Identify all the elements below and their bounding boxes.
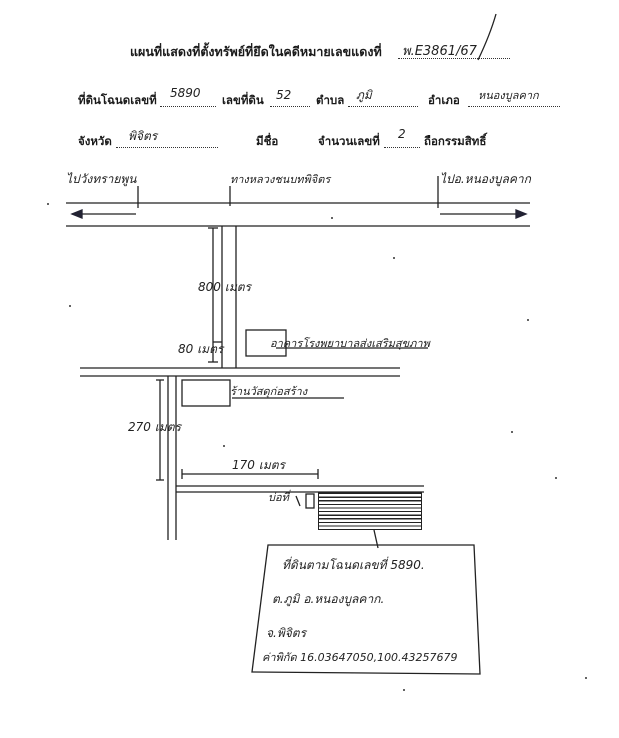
info-line-1: ที่ดินตามโฉนดเลขที่ 5890. [282, 558, 425, 572]
tambon-value: ภูมิ [356, 88, 372, 102]
building-1 [245, 329, 287, 357]
pole-label: บ่อที่ [268, 491, 289, 504]
case-number-dotline [398, 58, 510, 59]
road-top-label: ทางหลวงชนบทพิจิตร [230, 173, 331, 186]
amphoe-dotline [468, 106, 560, 107]
case-number-value: พ.E3861/67 [402, 44, 477, 59]
land-no-label: เลขที่ดิน [222, 93, 264, 107]
tambon-dotline [348, 106, 418, 107]
tambon-label: ตำบล [316, 93, 345, 107]
count-dotline [384, 147, 420, 148]
owner-label: มีชื่อ [256, 134, 279, 148]
distance-270-label: 270 เมตร [128, 420, 181, 434]
info-line-2: ต.ภูมิ อ.หนองบูลคาก. [272, 592, 385, 606]
info-box-outline [251, 544, 481, 675]
count-label: จำนวนเลขที่ [318, 134, 380, 148]
deed-dotline [160, 106, 216, 107]
land-no-value: 52 [276, 88, 292, 102]
ownership-label: ถือกรรมสิทธิ์ [424, 134, 487, 148]
distance-800-label: 800 เมตร [198, 280, 251, 294]
pole-box [305, 493, 315, 509]
info-line-4: ค่าพิกัด 16.03647050,100.43257679 [262, 651, 458, 664]
amphoe-value: หนองบูลคาก [478, 89, 539, 102]
distance-170-label: 170 เมตร [232, 458, 285, 472]
distance-80-label: 80 เมตร [178, 342, 224, 356]
page-title: แผนที่แสดงที่ตั้งทรัพย์ที่ยึดในคดีหมายเล… [130, 44, 382, 59]
province-value: พิจิตร [128, 129, 158, 143]
building-2-label: ร้านวัสดุก่อสร้าง [230, 385, 308, 398]
deed-label: ที่ดินโฉนดเลขที่ [78, 93, 157, 107]
road-left-label: ไปวังทรายพูน [66, 172, 137, 186]
deed-value: 5890 [170, 86, 201, 100]
amphoe-label: อำเภอ [428, 93, 460, 107]
building-2 [181, 379, 231, 407]
info-line-3: จ.พิจิตร [266, 626, 307, 640]
province-label: จังหวัด [78, 134, 112, 148]
target-land-parcel [318, 492, 422, 530]
building-1-label: อาคารโรงพยาบาลส่งเสริมสุขภาพ [270, 337, 430, 350]
province-dotline [116, 147, 218, 148]
count-value: 2 [398, 127, 406, 141]
land-no-dotline [270, 106, 310, 107]
road-right-label: ไปอ.หนองบูลคาก [440, 172, 531, 186]
